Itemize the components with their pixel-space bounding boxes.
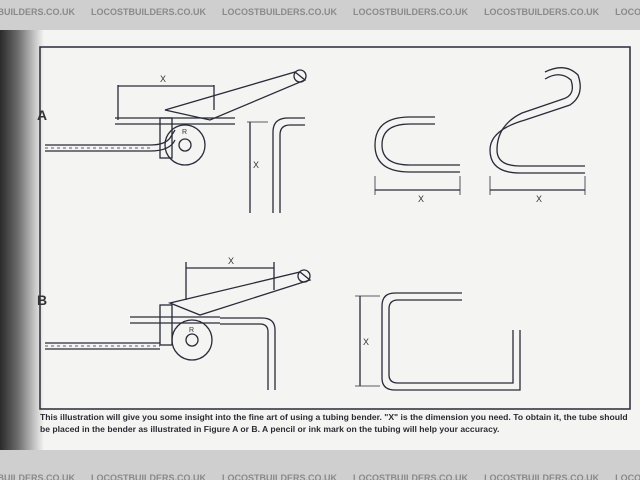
tubing-bender-illustration: A X R X X X B X	[37, 46, 631, 410]
bender-mark: R	[182, 129, 187, 136]
figure-caption: This illustration will give you some ins…	[40, 411, 630, 435]
watermark-text: LOCOSTBUILDERS.CO.UK	[615, 473, 640, 480]
dimension-label: X	[253, 160, 259, 170]
bent-tube-b: X	[355, 292, 521, 391]
watermark-text: LOCOSTBUILDERS.CO.UK	[0, 473, 76, 480]
watermark-banner-bottom: LOCOSTBUILDERS.CO.UK LOCOSTBUILDERS.CO.UK…	[0, 450, 640, 480]
bender-a: X R	[45, 69, 307, 166]
bender-b: X R	[45, 256, 312, 390]
dimension-label: X	[228, 256, 234, 266]
figure-b-label: B	[37, 292, 47, 308]
figure-a-label: A	[37, 107, 47, 123]
dimension-label: X	[160, 74, 166, 84]
watermark-text: LOCOSTBUILDERS.CO.UK	[353, 473, 469, 480]
caption-line-2: be placed in the bender as illustrated i…	[40, 424, 500, 434]
watermark-text: LOCOSTBUILDERS.CO.UK	[484, 473, 600, 480]
figure-frame	[39, 46, 631, 410]
watermark-text: LOCOSTBUILDERS.CO.UK	[222, 473, 338, 480]
bent-tube-a1: X	[247, 117, 305, 213]
watermark-text: LOCOSTBUILDERS.CO.UK	[484, 7, 600, 17]
watermark-text: LOCOSTBUILDERS.CO.UK	[353, 7, 469, 17]
caption-line-1: This illustration will give you some ins…	[40, 412, 628, 422]
dimension-label: X	[363, 337, 369, 347]
watermark-text: LOCOSTBUILDERS.CO.UK	[91, 473, 207, 480]
book-spine-shadow	[0, 30, 44, 450]
bent-tube-a3: X	[489, 67, 586, 204]
dimension-label: X	[536, 194, 542, 204]
watermark-banner-top: LOCOSTBUILDERS.CO.UK LOCOSTBUILDERS.CO.UK…	[0, 0, 640, 30]
bender-mark: R	[189, 327, 194, 334]
dimension-label: X	[418, 194, 424, 204]
watermark-text: LOCOSTBUILDERS.CO.UK	[0, 7, 76, 17]
bent-tube-a2: X	[374, 116, 461, 204]
watermark-text: LOCOSTBUILDERS.CO.UK	[91, 7, 207, 17]
watermark-text: LOCOSTBUILDERS.CO.UK	[222, 7, 338, 17]
watermark-text: LOCOSTBUILDERS.CO.UK	[615, 7, 640, 17]
